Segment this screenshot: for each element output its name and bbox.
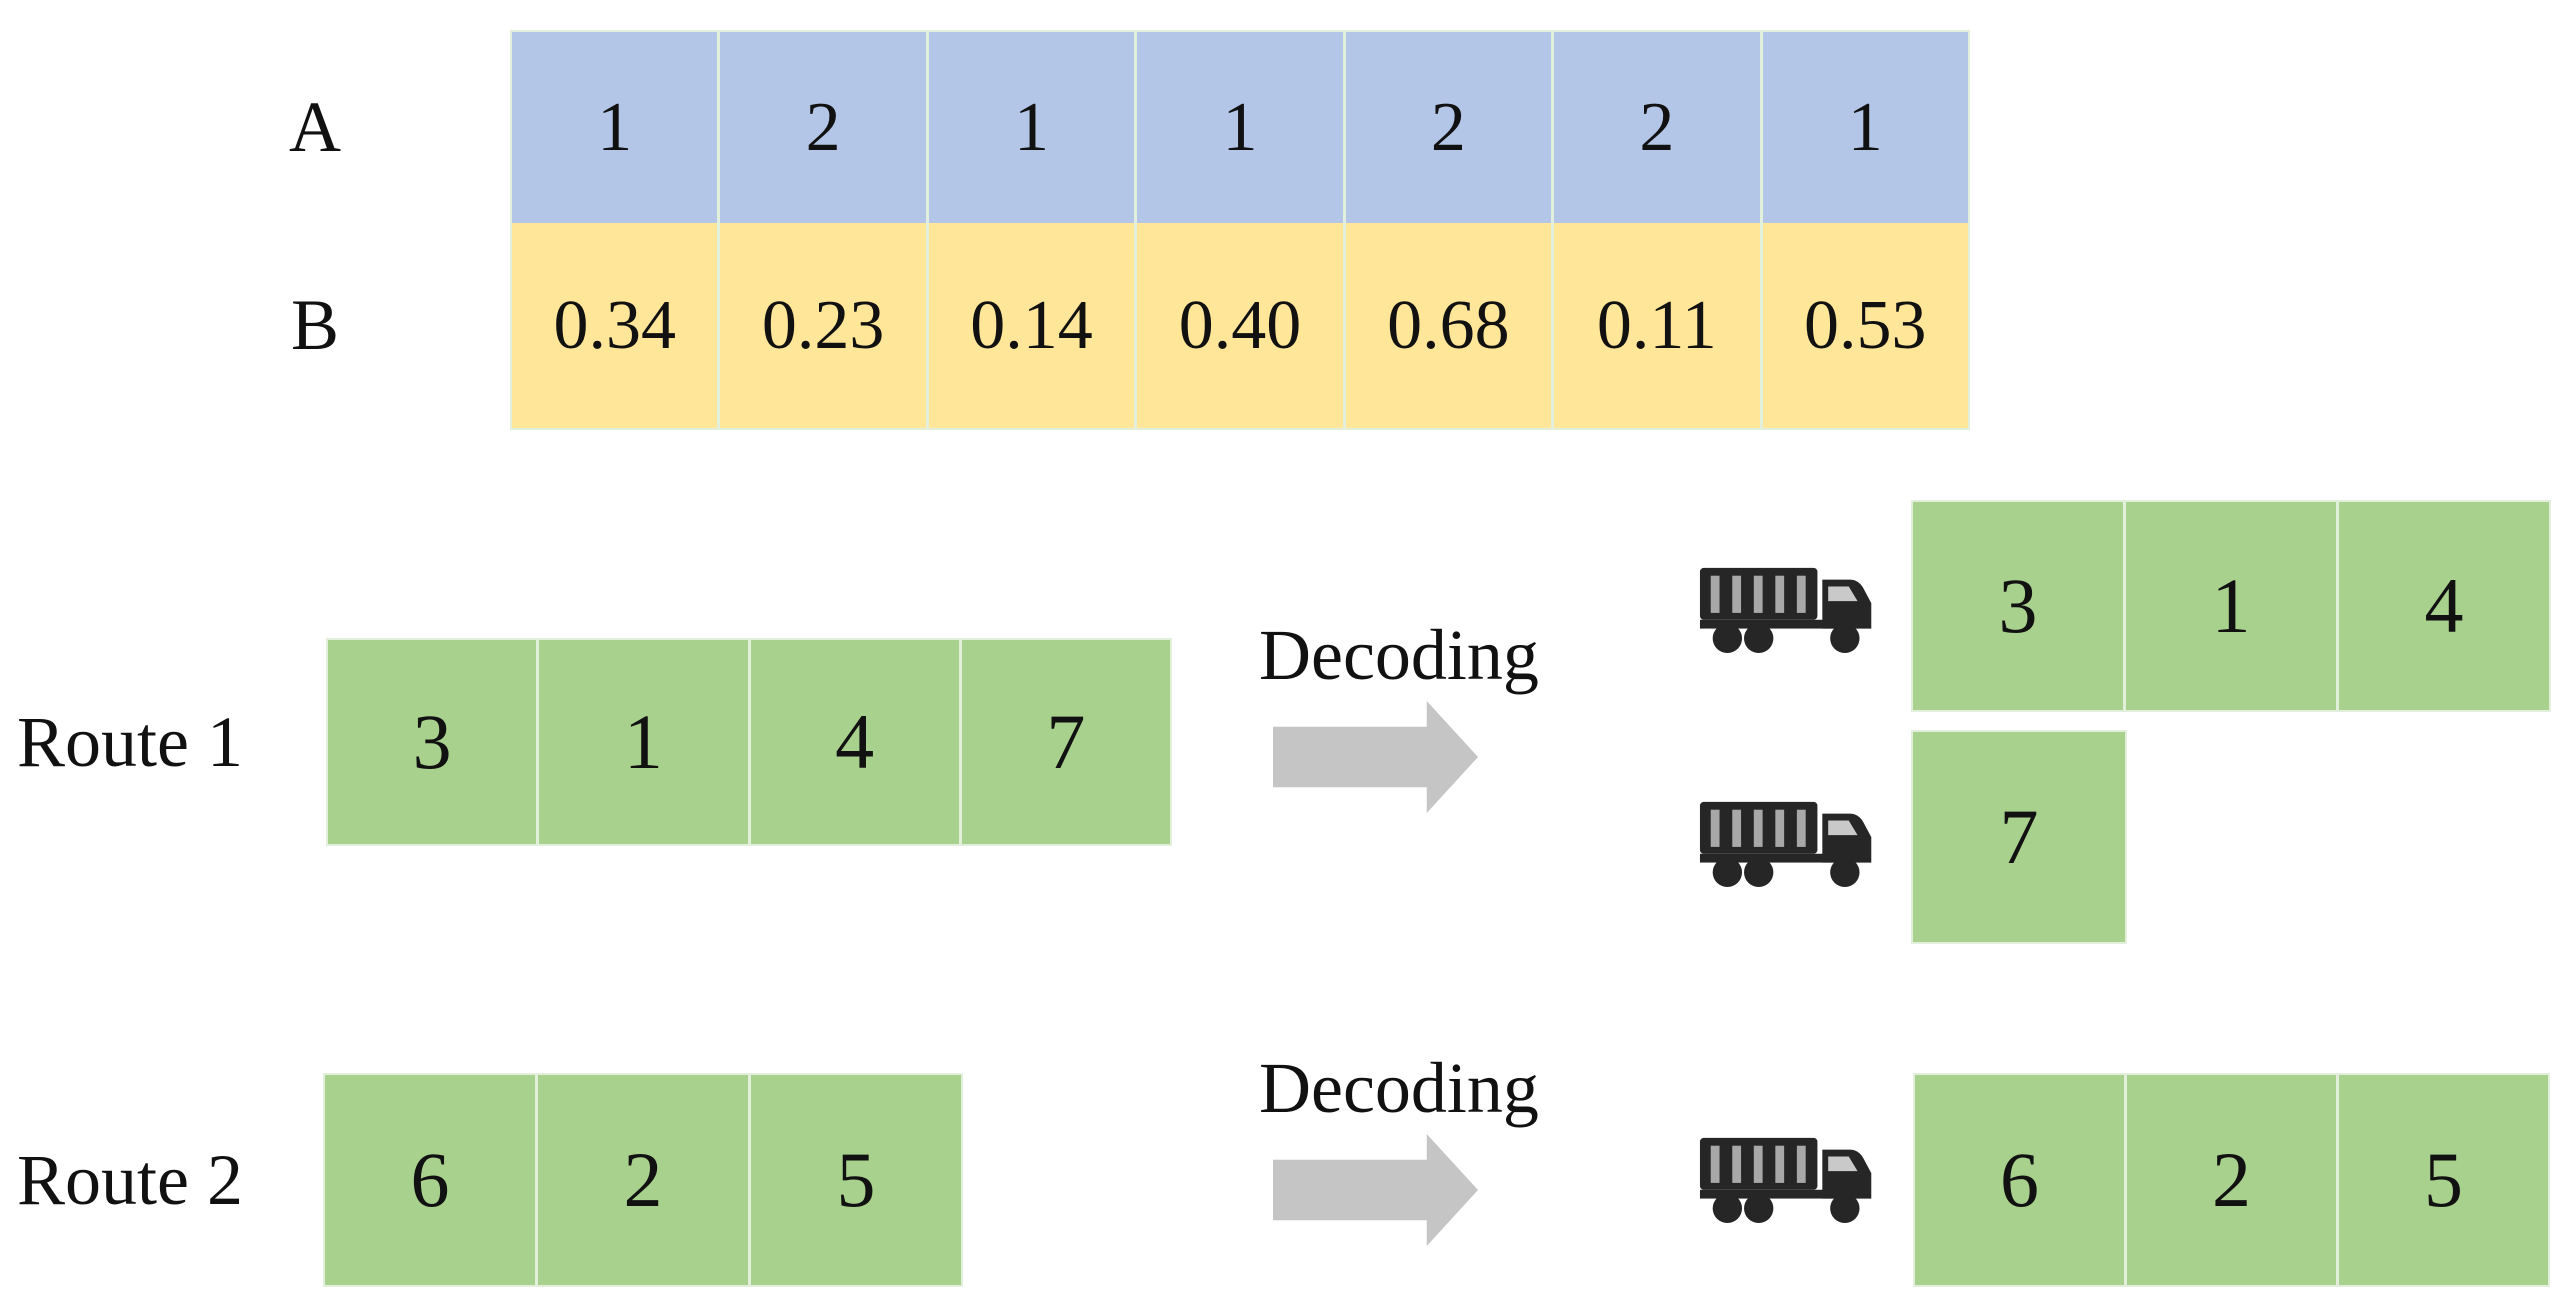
decoded-cell: 1 — [2126, 502, 2339, 710]
route2-truck1-cells: 6 2 5 — [1913, 1073, 2550, 1287]
route2-cell: 5 — [751, 1075, 961, 1285]
table-cell: 0.34 — [512, 223, 721, 428]
truck-icon — [1699, 567, 1872, 654]
route2-decoding: Decoding — [1255, 1048, 1539, 1246]
table-cell: 0.68 — [1345, 223, 1555, 428]
decoded-cell: 5 — [2339, 1075, 2548, 1285]
route2-row: 6 2 5 — [323, 1073, 963, 1287]
truck-icon — [1699, 1137, 1872, 1224]
decoded-cell: 7 — [1913, 732, 2125, 942]
table-cell: 2 — [720, 32, 929, 223]
route1-truck1-cells: 3 1 4 — [1911, 500, 2551, 712]
decoded-cell: 3 — [1913, 502, 2126, 710]
encoding-row-b: 0.34 0.23 0.14 0.40 0.68 0.11 0.53 — [512, 223, 1968, 428]
decoded-cell: 6 — [1915, 1075, 2127, 1285]
route2-cell: 6 — [325, 1075, 538, 1285]
route1-row: 3 1 4 7 — [326, 638, 1172, 846]
route1-cell: 1 — [539, 640, 751, 844]
decoded-cell: 2 — [2127, 1075, 2339, 1285]
table-cell: 0.11 — [1554, 223, 1763, 428]
table-cell: 0.53 — [1762, 223, 1968, 428]
table-cell: 1 — [928, 32, 1138, 223]
route1-cell: 4 — [750, 640, 962, 844]
arrow-right-icon — [1273, 701, 1478, 813]
table-cell: 0.40 — [1137, 223, 1346, 428]
route1-cell: 3 — [328, 640, 540, 844]
decoding-label: Decoding — [1259, 615, 1539, 695]
encoding-row-a: 1 2 1 1 2 2 1 — [512, 32, 1968, 223]
truck-icon — [1699, 801, 1872, 888]
route1-label: Route 1 — [17, 701, 243, 782]
route1-cell: 7 — [961, 640, 1170, 844]
table-cell: 0.23 — [720, 223, 929, 428]
table-cell: 2 — [1345, 32, 1555, 223]
encoding-table: 1 2 1 1 2 2 1 0.34 0.23 0.14 0.40 0.68 0… — [510, 30, 1970, 430]
table-cell: 1 — [1762, 32, 1968, 223]
table-cell: 1 — [1137, 32, 1346, 223]
route1-decoding: Decoding — [1255, 615, 1539, 813]
table-cell: 0.14 — [928, 223, 1138, 428]
decoded-cell: 4 — [2339, 502, 2549, 710]
route2-cell: 2 — [538, 1075, 751, 1285]
decoding-label: Decoding — [1259, 1048, 1539, 1128]
table-cell: 1 — [512, 32, 721, 223]
route1-truck2-cells: 7 — [1911, 730, 2127, 944]
route2-label: Route 2 — [17, 1139, 243, 1220]
arrow-right-icon — [1273, 1134, 1478, 1246]
row-b-label: B — [290, 285, 340, 365]
table-cell: 2 — [1554, 32, 1763, 223]
row-a-label: A — [289, 87, 341, 167]
